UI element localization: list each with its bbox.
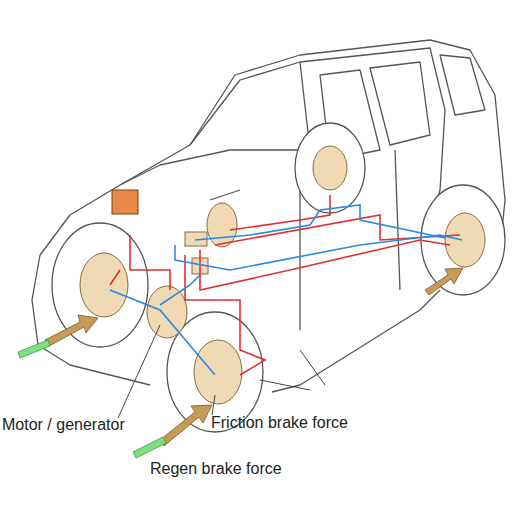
leader-line (260, 350, 325, 390)
side-sill (272, 290, 440, 392)
blue-line (175, 235, 462, 270)
blue-line (195, 205, 445, 240)
red-line (215, 215, 460, 245)
part-label: Friction brake force (211, 414, 348, 432)
red-line (110, 270, 120, 285)
friction-arrow (45, 315, 98, 346)
leader-line (212, 395, 215, 415)
regen-arrow (18, 340, 50, 358)
red-line (130, 235, 170, 290)
brake-disc (445, 213, 485, 267)
rear-window (370, 62, 430, 145)
quarter-window (440, 55, 485, 115)
brake-disc (194, 340, 242, 404)
red-line (230, 195, 330, 230)
blue-line (160, 275, 200, 305)
brake-disc (80, 253, 128, 317)
battery (112, 190, 138, 214)
brake-disc (313, 146, 347, 190)
part-label: Regen brake force (150, 460, 282, 478)
wheel (421, 185, 505, 295)
friction-arrow (160, 405, 212, 446)
regen-arrow (133, 437, 166, 458)
windshield (190, 62, 310, 150)
friction-arrow (425, 268, 463, 295)
red-line (200, 240, 450, 290)
red-line (185, 255, 265, 375)
leader-line (118, 325, 160, 418)
master-cylinder (207, 203, 237, 247)
part-label: Motor / generator (2, 416, 125, 434)
motor-generator (147, 286, 187, 338)
wheel (52, 223, 148, 347)
